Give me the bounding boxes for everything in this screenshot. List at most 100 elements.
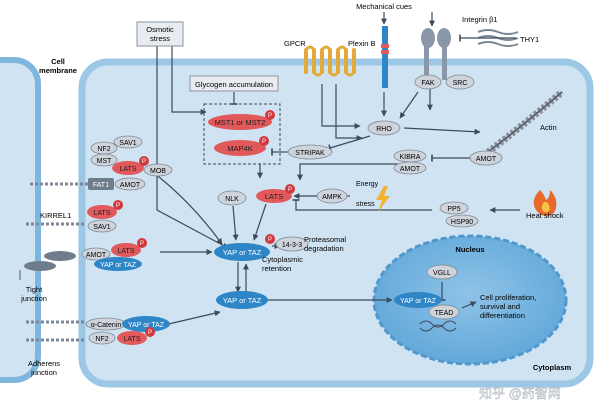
energy-label-2: stress <box>356 201 375 208</box>
map4k-label: MAP4K <box>227 144 252 153</box>
lats-adherens-label: LATS <box>124 336 141 343</box>
lats-left-node: LATS <box>112 161 144 175</box>
phospho-lats-adherens: P <box>148 330 152 336</box>
rho-label: RHO <box>376 126 392 133</box>
pp5-label: PP5 <box>447 206 460 213</box>
lats-adherens-node: LATS <box>117 331 147 345</box>
prolif-label-1: Cell proliferation, <box>480 293 536 302</box>
yap-taz-junction-label: YAP or TAZ <box>100 262 137 269</box>
yap-taz-main-node: YAP or TAZ <box>214 243 270 261</box>
phospho-lats-kirrel: P <box>116 203 120 209</box>
amot-junction-label: AMOT <box>86 252 107 259</box>
amot-center-node: AMOT <box>393 161 427 175</box>
yap-taz-free-node: YAP or TAZ <box>216 291 268 309</box>
hsp90-label: HSP90 <box>451 219 473 226</box>
ampk-label: AMPK <box>322 194 342 201</box>
amot-junction-node: AMOT <box>81 247 111 261</box>
fat1-receptor: FAT1 <box>30 178 114 190</box>
yap-taz-adherens-label: YAP or TAZ <box>128 322 165 329</box>
mob-label: MOB <box>150 168 166 175</box>
prolif-label-2: survival and <box>480 302 520 311</box>
lats-main-label: LATS <box>265 192 283 201</box>
nf2-top-node: NF2 <box>90 141 118 155</box>
left-neighbor-cell <box>0 57 41 383</box>
actin-filament-icon <box>485 89 565 155</box>
gpcr-label: GPCR <box>284 39 306 48</box>
connectors <box>149 12 520 327</box>
phospho-mst: P <box>268 113 272 119</box>
yap-taz-nuclear-node: YAP or TAZ <box>394 292 442 308</box>
proteasomal-label-1: Proteasomal <box>304 235 346 244</box>
cytoplasm-label: Cytoplasm <box>533 363 572 372</box>
osmotic-label-2: stress <box>150 34 170 43</box>
kibra-node: KIBRA <box>393 149 427 163</box>
lats-main-node: LATS <box>256 189 292 203</box>
fak-node: FAK <box>414 74 442 90</box>
cyto-retention-label-1: Cytoplasmic <box>262 255 303 264</box>
yap-taz-junction-node: YAP or TAZ <box>94 257 142 271</box>
energy-label-1: Energy <box>356 181 379 188</box>
glycogen-box: Glycogen accumulation <box>189 75 279 92</box>
mst-small-label: MST <box>97 158 113 165</box>
amot-left-node: AMOT <box>114 177 146 191</box>
vgll-label: VGLL <box>433 270 451 277</box>
osmotic-stress-box: Osmotic stress <box>136 21 184 47</box>
phospho-lats-amot: P <box>140 241 144 247</box>
alpha-catenin-label: α-Catenin <box>91 322 122 329</box>
phospho-lats-left: P <box>142 159 146 165</box>
alpha-catenin-node: α-Catenin <box>85 317 127 331</box>
heat-shock-label: Heat shock <box>526 211 564 220</box>
integrin-label: Integrin β1 <box>462 15 498 24</box>
osmotic-label-1: Osmotic <box>146 25 174 34</box>
lats-kirrel-label: LATS <box>94 210 111 217</box>
mechanical-cues-label: Mechanical cues <box>356 2 412 11</box>
adherens-junction-label-2: junction <box>30 368 57 377</box>
adherens-junction-cadherins <box>26 320 86 342</box>
mob-node: MOB <box>143 163 173 177</box>
striipak-label: STRIPAK <box>295 150 325 157</box>
p1433-node: 14-3-3 <box>275 236 309 252</box>
sav1-kirrel-node: SAV1 <box>87 219 117 233</box>
yap-taz-nuclear-label: YAP or TAZ <box>400 298 437 305</box>
dna-icon <box>419 320 457 332</box>
phospho-yap: P <box>268 237 272 243</box>
p1433-label: 14-3-3 <box>282 242 302 249</box>
phospho-icon: P P P P P P P P <box>113 110 295 337</box>
phospho-lats-main: P <box>288 187 292 193</box>
tight-junction-proteins <box>19 251 76 280</box>
sav1-top-label: SAV1 <box>119 140 136 147</box>
kirrel1-label: KIRREL1 <box>40 211 71 220</box>
adherens-junction-label-1: Adherens <box>28 359 60 368</box>
actin-label: Actin <box>540 123 557 132</box>
tight-junction-label-1: Tight <box>26 285 43 294</box>
integrin-receptor <box>421 28 451 80</box>
kibra-label: KIBRA <box>399 154 420 161</box>
hsp90-node: HSP90 <box>445 214 479 228</box>
cyto-retention-label-2: retention <box>262 264 291 273</box>
lats-left-label: LATS <box>120 166 137 173</box>
mst-label: MST1 or MST2 <box>215 118 266 127</box>
glycogen-label: Glycogen accumulation <box>195 80 273 89</box>
nucleus-label: Nucleus <box>455 245 484 254</box>
amot-right-node: AMOT <box>469 150 503 166</box>
gpcr-receptor <box>304 45 356 77</box>
nlk-label: NLK <box>225 196 239 203</box>
lightning-icon <box>376 186 390 212</box>
amot-left-label: AMOT <box>120 182 141 189</box>
nlk-node: NLK <box>217 190 247 206</box>
lats-kirrel-node: LATS <box>87 205 117 219</box>
mst-map4k-dashed-box <box>203 103 281 165</box>
tead-node: TEAD <box>428 304 460 320</box>
phospho-map4k: P <box>262 139 266 145</box>
lats-amot-label: LATS <box>118 248 135 255</box>
thy1-label: THY1 <box>520 35 539 44</box>
sav1-kirrel-label: SAV1 <box>93 224 110 231</box>
mst-small-node: MST <box>90 153 118 167</box>
vgll-node: VGLL <box>426 264 458 280</box>
cell-membrane-label-1: Cell <box>51 57 65 66</box>
proteasomal-label-2: degradation <box>304 244 344 253</box>
yap-taz-main-label: YAP or TAZ <box>223 248 262 257</box>
nf2-top-label: NF2 <box>97 146 110 153</box>
map4k-node: MAP4K <box>214 140 266 156</box>
